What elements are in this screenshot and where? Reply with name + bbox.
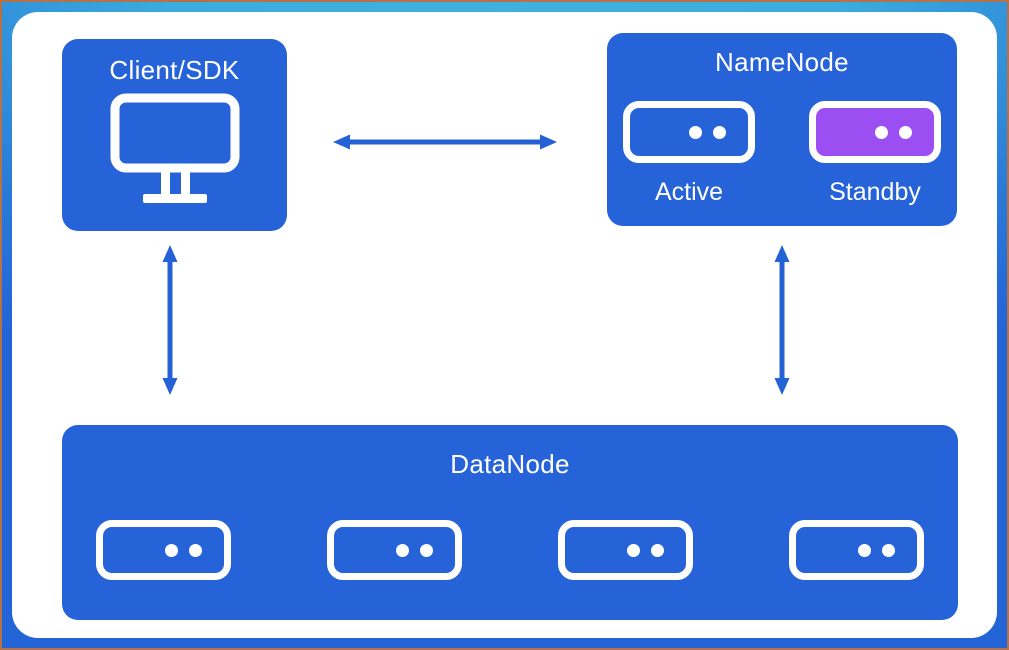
standby-server-column: Standby: [809, 101, 941, 207]
indicator-dot: [627, 543, 640, 557]
indicator-dot: [899, 125, 912, 139]
server-icon-active: [623, 101, 755, 163]
indicator-dot: [858, 543, 871, 557]
datanode-servers: [62, 520, 958, 580]
server-icon: [327, 520, 462, 580]
server-icon: [558, 520, 693, 580]
datanode-node: DataNode: [62, 425, 958, 620]
namenode-node: NameNode Active Standby: [607, 33, 957, 226]
indicator-dot: [875, 125, 888, 139]
namenode-label: NameNode: [715, 47, 849, 77]
monitor-icon: [110, 93, 239, 203]
indicator-dot: [651, 543, 664, 557]
server-icon: [96, 520, 231, 580]
server-icon-standby: [809, 101, 941, 163]
client-sdk-label: Client/SDK: [109, 55, 240, 85]
indicator-dot: [420, 543, 433, 557]
diagram-canvas: Client/SDK NameNode Active: [12, 12, 997, 638]
indicator-dot: [882, 543, 895, 557]
datanode-label: DataNode: [450, 449, 570, 479]
arrow-client-namenode: [333, 134, 557, 150]
indicator-dot: [396, 543, 409, 557]
client-sdk-node: Client/SDK: [62, 39, 287, 231]
standby-label: Standby: [829, 178, 921, 206]
server-icon: [789, 520, 924, 580]
indicator-dot: [713, 125, 726, 139]
indicator-dot: [165, 543, 178, 557]
arrow-namenode-datanode: [774, 245, 790, 395]
indicator-dot: [689, 125, 702, 139]
namenode-servers: Active Standby: [607, 101, 957, 207]
indicator-dot: [189, 543, 202, 557]
active-label: Active: [654, 178, 724, 206]
arrow-client-datanode: [162, 245, 178, 395]
active-server-column: Active: [623, 101, 755, 207]
